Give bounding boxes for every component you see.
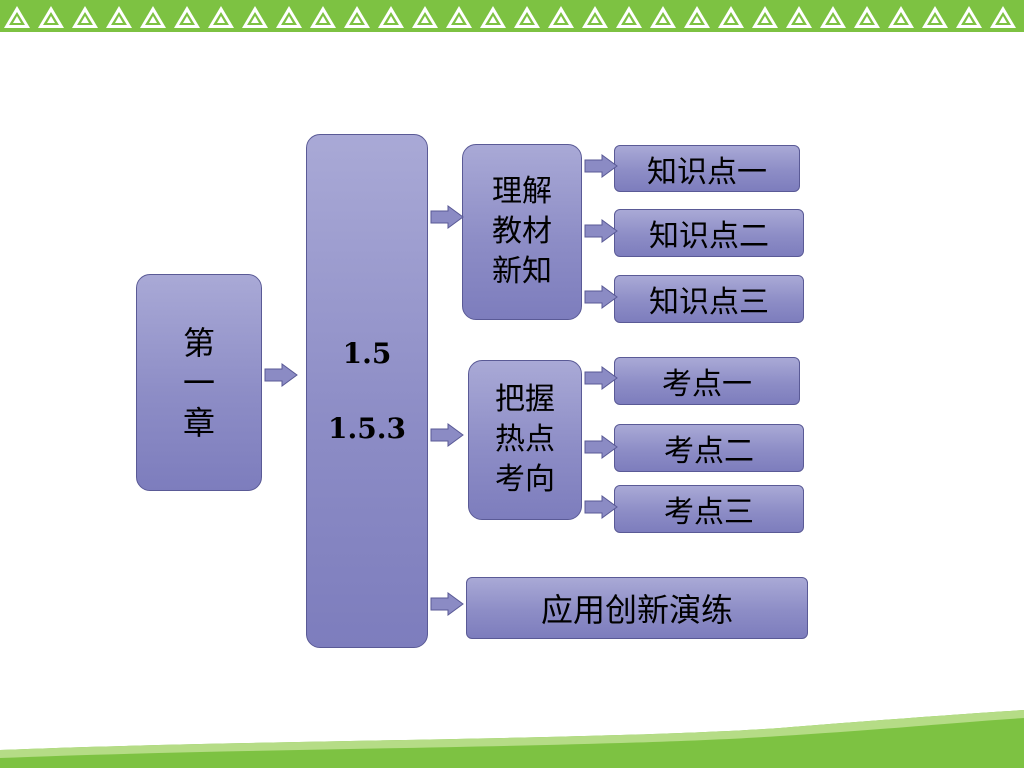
exam-point-1-label: 考点一 (662, 367, 752, 402)
arrow-right-icon (430, 205, 464, 229)
top-decorative-border (0, 0, 1024, 32)
arrow-right-icon (584, 435, 618, 459)
knowledge-point-2-box: 知识点二 (614, 209, 804, 257)
exam-point-2-label: 考点二 (664, 434, 754, 469)
knowledge-point-3-box: 知识点三 (614, 275, 804, 323)
arrow-right-icon (584, 285, 618, 309)
exam-point-1-box: 考点一 (614, 357, 800, 405)
group-hot-topics-box: 把握热点考向 (468, 360, 582, 520)
exam-point-2-box: 考点二 (614, 424, 804, 472)
bottom-decorative-wave (0, 710, 1024, 768)
chapter-label: 第一章 (182, 323, 215, 442)
arrow-right-icon (430, 423, 464, 447)
arrow-right-icon (584, 495, 618, 519)
knowledge-point-3-label: 知识点三 (649, 285, 769, 320)
knowledge-point-2-label: 知识点二 (649, 219, 769, 254)
arrow-right-icon (264, 363, 298, 387)
arrow-right-icon (584, 219, 618, 243)
group-hot-topics-label: 把握热点考向 (495, 382, 555, 497)
practice-box: 应用创新演练 (466, 577, 808, 639)
arrow-right-icon (584, 154, 618, 178)
knowledge-point-1-label: 知识点一 (647, 154, 767, 190)
arrow-right-icon (584, 366, 618, 390)
group-understand-textbook-box: 理解教材新知 (462, 144, 582, 320)
arrow-right-icon (430, 592, 464, 616)
practice-label: 应用创新演练 (540, 591, 733, 629)
exam-point-3-label: 考点三 (664, 495, 754, 530)
section-number: 1.5 (342, 337, 392, 370)
section-box: 1.5 1.5.3 (306, 134, 428, 648)
exam-point-3-box: 考点三 (614, 485, 804, 533)
subsection-number: 1.5.3 (328, 412, 406, 445)
group-understand-textbook-label: 理解教材新知 (492, 174, 552, 289)
chapter-box: 第一章 (136, 274, 262, 491)
knowledge-point-1-box: 知识点一 (614, 145, 800, 192)
